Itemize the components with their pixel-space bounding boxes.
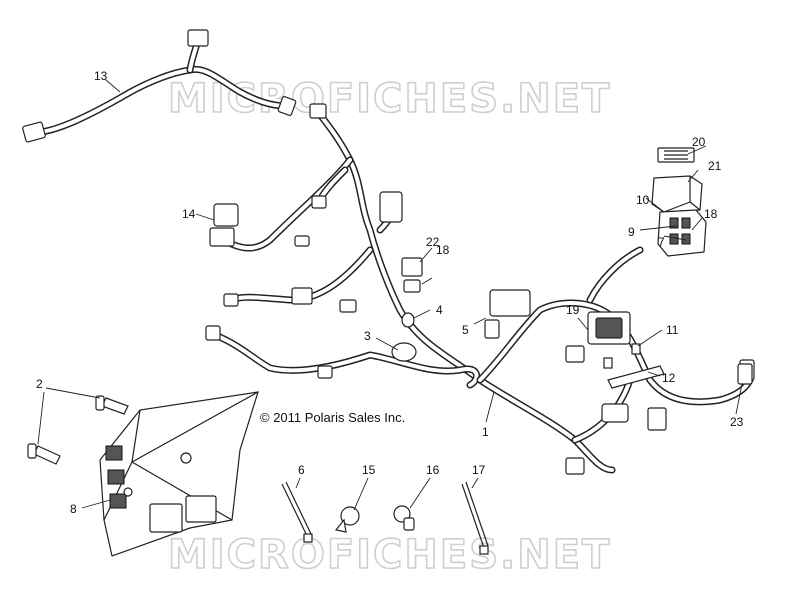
callout-17: 17 (472, 463, 486, 477)
callout-20: 20 (692, 135, 706, 149)
callout-2: 2 (36, 377, 43, 391)
watermark-bottom: MICROFICHES.NET (168, 532, 611, 578)
callout-3: 3 (364, 329, 371, 343)
callout-5: 5 (462, 323, 469, 337)
callout-11: 11 (666, 323, 679, 337)
callout-18-right: 18 (704, 207, 718, 221)
clip-16 (393, 505, 415, 531)
ecu-module-8 (99, 391, 259, 557)
clip-15 (334, 506, 360, 533)
cable-tie-17 (461, 481, 489, 555)
copyright-text: © 2011 Polaris Sales Inc. (260, 410, 405, 425)
callout-15: 15 (362, 463, 376, 477)
callout-14: 14 (182, 207, 196, 221)
callout-23: 23 (730, 415, 744, 429)
relay-bracket-7 (657, 209, 707, 257)
screws-2 (27, 395, 129, 465)
callout-22: 22 (426, 235, 440, 249)
part-18-upper (403, 279, 421, 293)
part-4 (401, 312, 415, 328)
bracket-12 (603, 343, 665, 389)
cable-tie-6 (281, 481, 313, 543)
callout-10: 10 (636, 193, 650, 207)
callout-13: 13 (94, 69, 108, 83)
callout-12: 12 (662, 371, 676, 385)
callout-4: 4 (436, 303, 443, 317)
callout-18-left: 18 (436, 243, 450, 257)
fuse-box-19 (587, 311, 631, 345)
harness-13 (22, 29, 297, 143)
callout-19: 19 (566, 303, 580, 317)
connector-14 (213, 203, 239, 227)
leader-lines (37, 79, 743, 511)
grommet-3 (391, 342, 417, 362)
callout-16: 16 (426, 463, 440, 477)
main-harness-1 (205, 103, 755, 475)
watermark-top: MICROFICHES.NET (168, 76, 611, 122)
connector-23 (737, 363, 753, 385)
callout-7: 7 (658, 235, 665, 249)
callout-6: 6 (298, 463, 305, 477)
relay-22 (401, 257, 423, 277)
cover-21 (651, 147, 703, 213)
callout-8: 8 (70, 502, 77, 516)
callout-1: 1 (482, 425, 489, 439)
callout-9: 9 (628, 225, 635, 239)
callout-21: 21 (708, 159, 722, 173)
